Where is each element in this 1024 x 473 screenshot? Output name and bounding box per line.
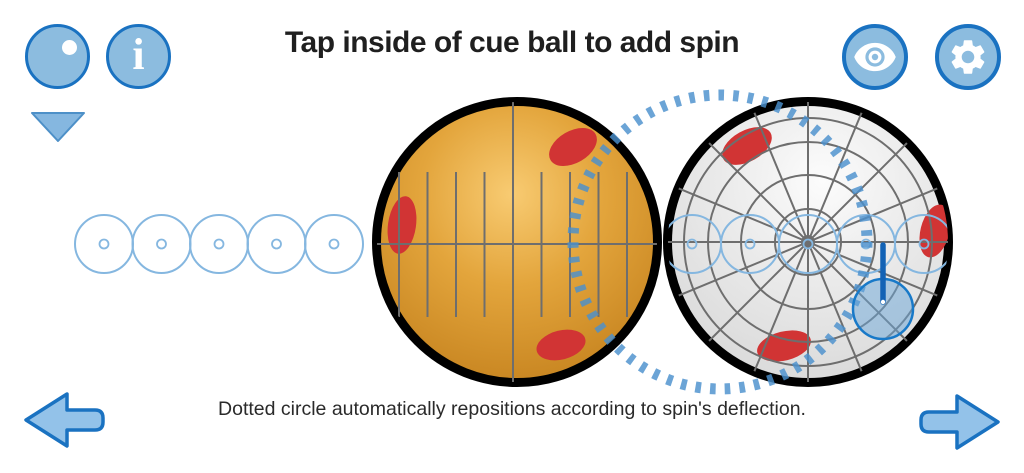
caption-text: Dotted circle automatically repositions … (218, 398, 806, 420)
cue-ball-button[interactable] (25, 24, 90, 89)
settings-button[interactable] (935, 24, 1001, 90)
info-button[interactable]: i (106, 24, 171, 89)
visibility-button[interactable] (842, 24, 908, 90)
right-arrow-button[interactable] (915, 389, 1003, 455)
gear-icon (951, 40, 985, 74)
cue-ball-3d-view[interactable] (372, 97, 662, 387)
triangle-down-icon[interactable] (30, 111, 86, 144)
spin-selector-ball[interactable] (663, 97, 956, 387)
left-arrow-button[interactable] (21, 387, 109, 453)
deflection-dotted-circle (567, 89, 873, 395)
eye-icon (854, 42, 896, 72)
page-title: Tap inside of cue ball to add spin (284, 26, 740, 59)
info-icon: i (132, 29, 145, 79)
cue-ball-icon (62, 40, 77, 55)
spin-indicator[interactable] (851, 242, 915, 341)
ball-path-circles (74, 214, 364, 274)
